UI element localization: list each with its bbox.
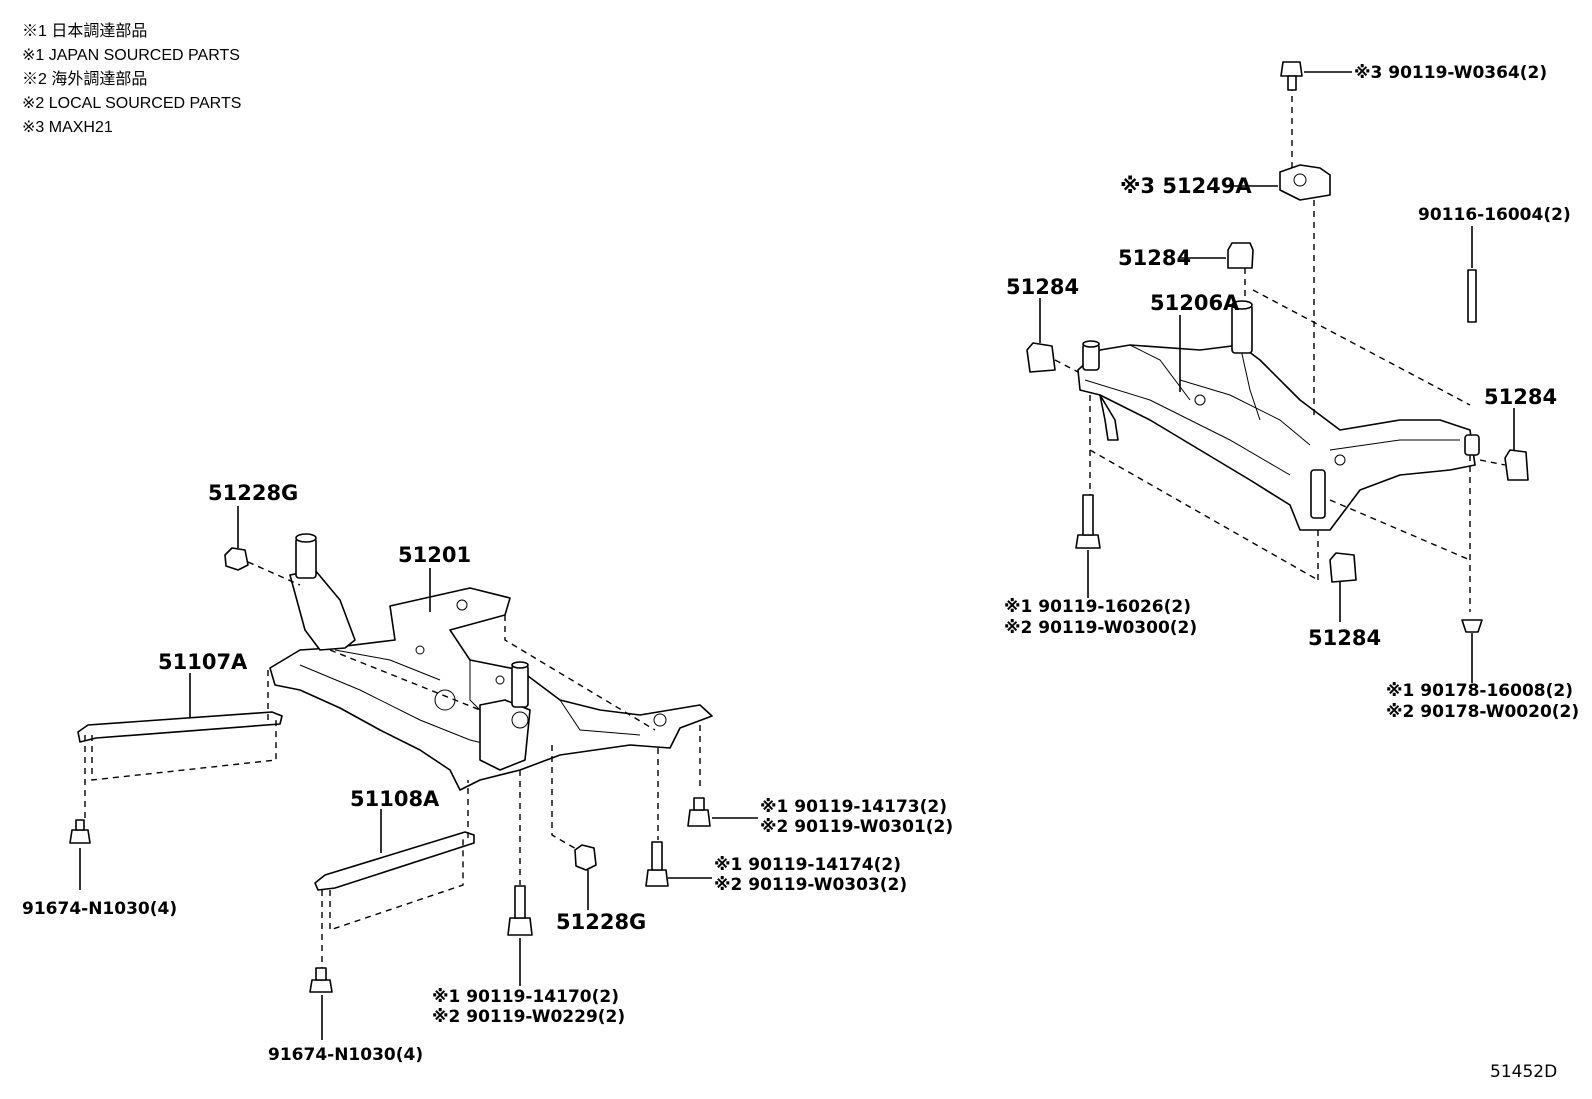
label-bolt: ※1 90119-16026(2) <box>1004 597 1191 617</box>
note-line: ※3 MAXH21 <box>22 119 113 136</box>
label-nut: ※2 90178-W0020(2) <box>1386 702 1579 722</box>
label-bolt: ※2 90119-W0303(2) <box>714 875 907 895</box>
note-line: ※2 海外調達部品 <box>22 71 148 88</box>
label-bolt: 91674-N1030(4) <box>22 899 177 919</box>
label-51284: 51284 <box>1006 275 1079 299</box>
label-bolt: 91674-N1030(4) <box>268 1045 423 1065</box>
label-bolt: ※2 90119-W0301(2) <box>760 817 953 837</box>
label-51107A: 51107A <box>158 650 248 674</box>
label-51108A: 51108A <box>350 787 440 811</box>
note-line: ※1 JAPAN SOURCED PARTS <box>22 47 240 64</box>
label-bolt: ※1 90119-14173(2) <box>760 797 947 817</box>
bolt-icon <box>1075 61 1483 633</box>
sourcing-notes: ※1 日本調達部品 ※1 JAPAN SOURCED PARTS ※2 海外調達… <box>22 20 241 140</box>
label-bolt: ※3 90119-W0364(2) <box>1354 63 1547 83</box>
label-51249A: ※3 51249A <box>1120 174 1252 198</box>
label-51206A: 51206A <box>1150 291 1240 315</box>
label-51228G: 51228G <box>208 481 298 505</box>
note-line: ※1 日本調達部品 <box>22 23 148 40</box>
front-leader-lines <box>79 506 758 1040</box>
label-nut: ※1 90178-16008(2) <box>1386 681 1573 701</box>
label-51201: 51201 <box>398 543 471 567</box>
label-51228G: 51228G <box>556 910 646 934</box>
label-stud: 90116-16004(2) <box>1418 205 1571 225</box>
label-bolt: ※1 90119-14170(2) <box>432 987 619 1007</box>
figure-id: 51452D <box>1490 1062 1557 1082</box>
label-51284: 51284 <box>1308 626 1381 650</box>
label-bolt: ※2 90119-W0229(2) <box>432 1007 625 1027</box>
label-bolt: ※2 90119-W0300(2) <box>1004 618 1197 638</box>
note-line: ※2 LOCAL SOURCED PARTS <box>22 95 242 112</box>
rear-crossmember-drawing <box>1026 164 1529 583</box>
label-bolt: ※1 90119-14174(2) <box>714 855 901 875</box>
bolt-icon <box>69 797 711 993</box>
rear-leader-lines <box>1039 71 1515 683</box>
front-labels: 51228G 51201 51107A 51108A 51228G 91674-… <box>22 481 953 1065</box>
label-51284: 51284 <box>1118 246 1191 270</box>
label-51284: 51284 <box>1484 385 1557 409</box>
rear-labels: ※3 90119-W0364(2) ※3 51249A 51284 51284 … <box>1004 63 1579 722</box>
front-crossmember-drawing <box>77 533 713 891</box>
